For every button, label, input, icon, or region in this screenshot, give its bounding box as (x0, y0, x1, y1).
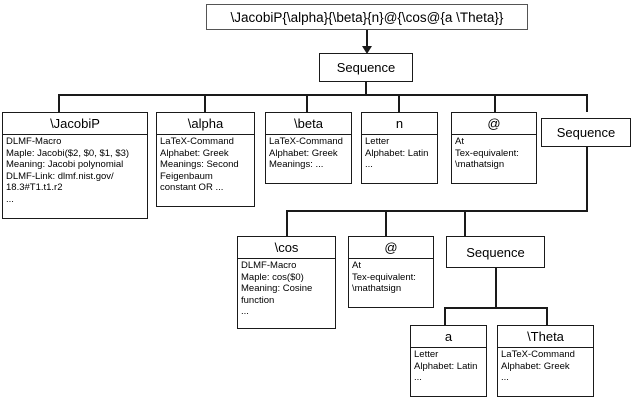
node-theta-line-0: LaTeX-Command (501, 349, 575, 360)
node-at-2-line-1: Tex-equivalent: (352, 271, 416, 283)
node-at-2-body: At Tex-equivalent: \mathatsign (349, 259, 433, 296)
bus-level3 (444, 307, 547, 309)
node-theta-line-2: ... (501, 372, 509, 384)
node-jacobip[interactable]: \JacobiP DLMF-Macro Maple: Jacobi($2, $0… (2, 112, 148, 219)
node-sequence-level2-right[interactable]: Sequence (446, 236, 545, 268)
node-n-line-1: Alphabet: Latin (365, 147, 429, 159)
node-sequence-level1-right[interactable]: Sequence (541, 118, 631, 147)
node-n-line-2: ... (365, 159, 373, 171)
node-theta-body: LaTeX-Command Alphabet: Greek ... (498, 348, 593, 385)
drop-cos (286, 210, 288, 236)
node-beta-title: \beta (266, 113, 351, 135)
node-at-1-line-0: At (455, 136, 464, 147)
node-a-body: Letter Alphabet: Latin ... (411, 348, 486, 385)
node-jacobip-line-5: ... (6, 193, 14, 205)
node-jacobip-line-4: 18.3#T1.t1.r2 (6, 182, 63, 194)
node-alpha-body: LaTeX-Command Alphabet: Greek Meanings: … (157, 135, 254, 195)
node-jacobip-title: \JacobiP (3, 113, 147, 135)
node-at-2[interactable]: @ At Tex-equivalent: \mathatsign (348, 236, 434, 308)
node-at-1-line-1: Tex-equivalent: (455, 147, 519, 159)
node-alpha-line-0: LaTeX-Command (160, 136, 234, 147)
drop-sequence-right (586, 94, 588, 112)
connector-sequence-to-bus1 (365, 82, 367, 95)
node-at-1-title: @ (452, 113, 536, 135)
bus-level1 (58, 94, 587, 96)
node-cos-line-4: ... (241, 306, 249, 318)
node-beta-line-2: Meanings: ... (269, 159, 324, 171)
drop-n (398, 94, 400, 112)
node-sequence-level1-right-title: Sequence (556, 125, 616, 140)
node-alpha-line-1: Alphabet: Greek (160, 147, 229, 159)
node-alpha[interactable]: \alpha LaTeX-Command Alphabet: Greek Mea… (156, 112, 255, 207)
drop-a (444, 307, 446, 325)
node-cos-title: \cos (238, 237, 335, 259)
node-jacobip-body: DLMF-Macro Maple: Jacobi($2, $0, $1, $3)… (3, 135, 147, 207)
node-cos-body: DLMF-Macro Maple: cos($0) Meaning: Cosin… (238, 259, 335, 319)
node-a[interactable]: a Letter Alphabet: Latin ... (410, 325, 487, 397)
node-alpha-line-4: constant OR ... (160, 182, 224, 194)
node-beta[interactable]: \beta LaTeX-Command Alphabet: Greek Mean… (265, 112, 352, 184)
drop-at1 (494, 94, 496, 112)
node-n-body: Letter Alphabet: Latin ... (362, 135, 437, 172)
node-jacobip-line-1: Maple: Jacobi($2, $0, $1, $3) (6, 147, 130, 159)
node-cos[interactable]: \cos DLMF-Macro Maple: cos($0) Meaning: … (237, 236, 336, 329)
drop-at2 (385, 210, 387, 236)
node-theta[interactable]: \Theta LaTeX-Command Alphabet: Greek ... (497, 325, 594, 397)
node-cos-line-1: Maple: cos($0) (241, 271, 304, 283)
node-at-2-line-2: \mathatsign (352, 283, 402, 295)
node-sequence-top[interactable]: Sequence (319, 53, 413, 82)
root-expression-text: \JacobiP{\alpha}{\beta}{n}@{\cos@{a \The… (230, 9, 504, 25)
node-jacobip-line-0: DLMF-Macro (6, 136, 62, 147)
drop-theta (546, 307, 548, 325)
node-n-line-0: Letter (365, 136, 390, 147)
node-jacobip-line-2: Meaning: Jacobi polynomial (6, 159, 124, 171)
node-alpha-line-2: Meanings: Second (160, 159, 239, 171)
connector-sequence1-to-bus2 (586, 147, 588, 211)
node-cos-line-0: DLMF-Macro (241, 260, 297, 271)
node-n-title: n (362, 113, 437, 135)
node-theta-line-1: Alphabet: Greek (501, 360, 570, 372)
arrowhead-icon (362, 46, 372, 54)
node-jacobip-line-3: DLMF-Link: dlmf.nist.gov/ (6, 170, 114, 182)
node-n[interactable]: n Letter Alphabet: Latin ... (361, 112, 438, 184)
node-a-line-1: Alphabet: Latin (414, 360, 478, 372)
node-cos-line-3: function (241, 294, 275, 306)
node-sequence-level2-right-title: Sequence (466, 244, 525, 260)
node-a-title: a (411, 326, 486, 348)
node-at-2-line-0: At (352, 260, 361, 271)
node-a-line-0: Letter (414, 349, 439, 360)
node-beta-body: LaTeX-Command Alphabet: Greek Meanings: … (266, 135, 351, 172)
node-beta-line-0: LaTeX-Command (269, 136, 343, 147)
node-alpha-title: \alpha (157, 113, 254, 135)
node-alpha-line-3: Feigenbaum (160, 170, 213, 182)
node-cos-line-2: Meaning: Cosine (241, 283, 313, 295)
node-a-line-2: ... (414, 372, 422, 384)
connector-sequence2-to-bus3 (495, 268, 497, 308)
drop-sequence-level2 (464, 210, 466, 236)
bus-level2 (286, 210, 588, 212)
node-theta-title: \Theta (498, 326, 593, 348)
node-at-1[interactable]: @ At Tex-equivalent: \mathatsign (451, 112, 537, 184)
node-sequence-top-title: Sequence (336, 60, 396, 75)
drop-beta (306, 94, 308, 112)
node-beta-line-1: Alphabet: Greek (269, 147, 338, 159)
node-at-1-line-2: \mathatsign (455, 159, 505, 171)
node-at-1-body: At Tex-equivalent: \mathatsign (452, 135, 536, 172)
root-expression-box: \JacobiP{\alpha}{\beta}{n}@{\cos@{a \The… (206, 4, 528, 30)
node-at-2-title: @ (349, 237, 433, 259)
drop-jacobip (58, 94, 60, 112)
connector-root-to-sequence (366, 30, 368, 50)
drop-alpha (204, 94, 206, 112)
